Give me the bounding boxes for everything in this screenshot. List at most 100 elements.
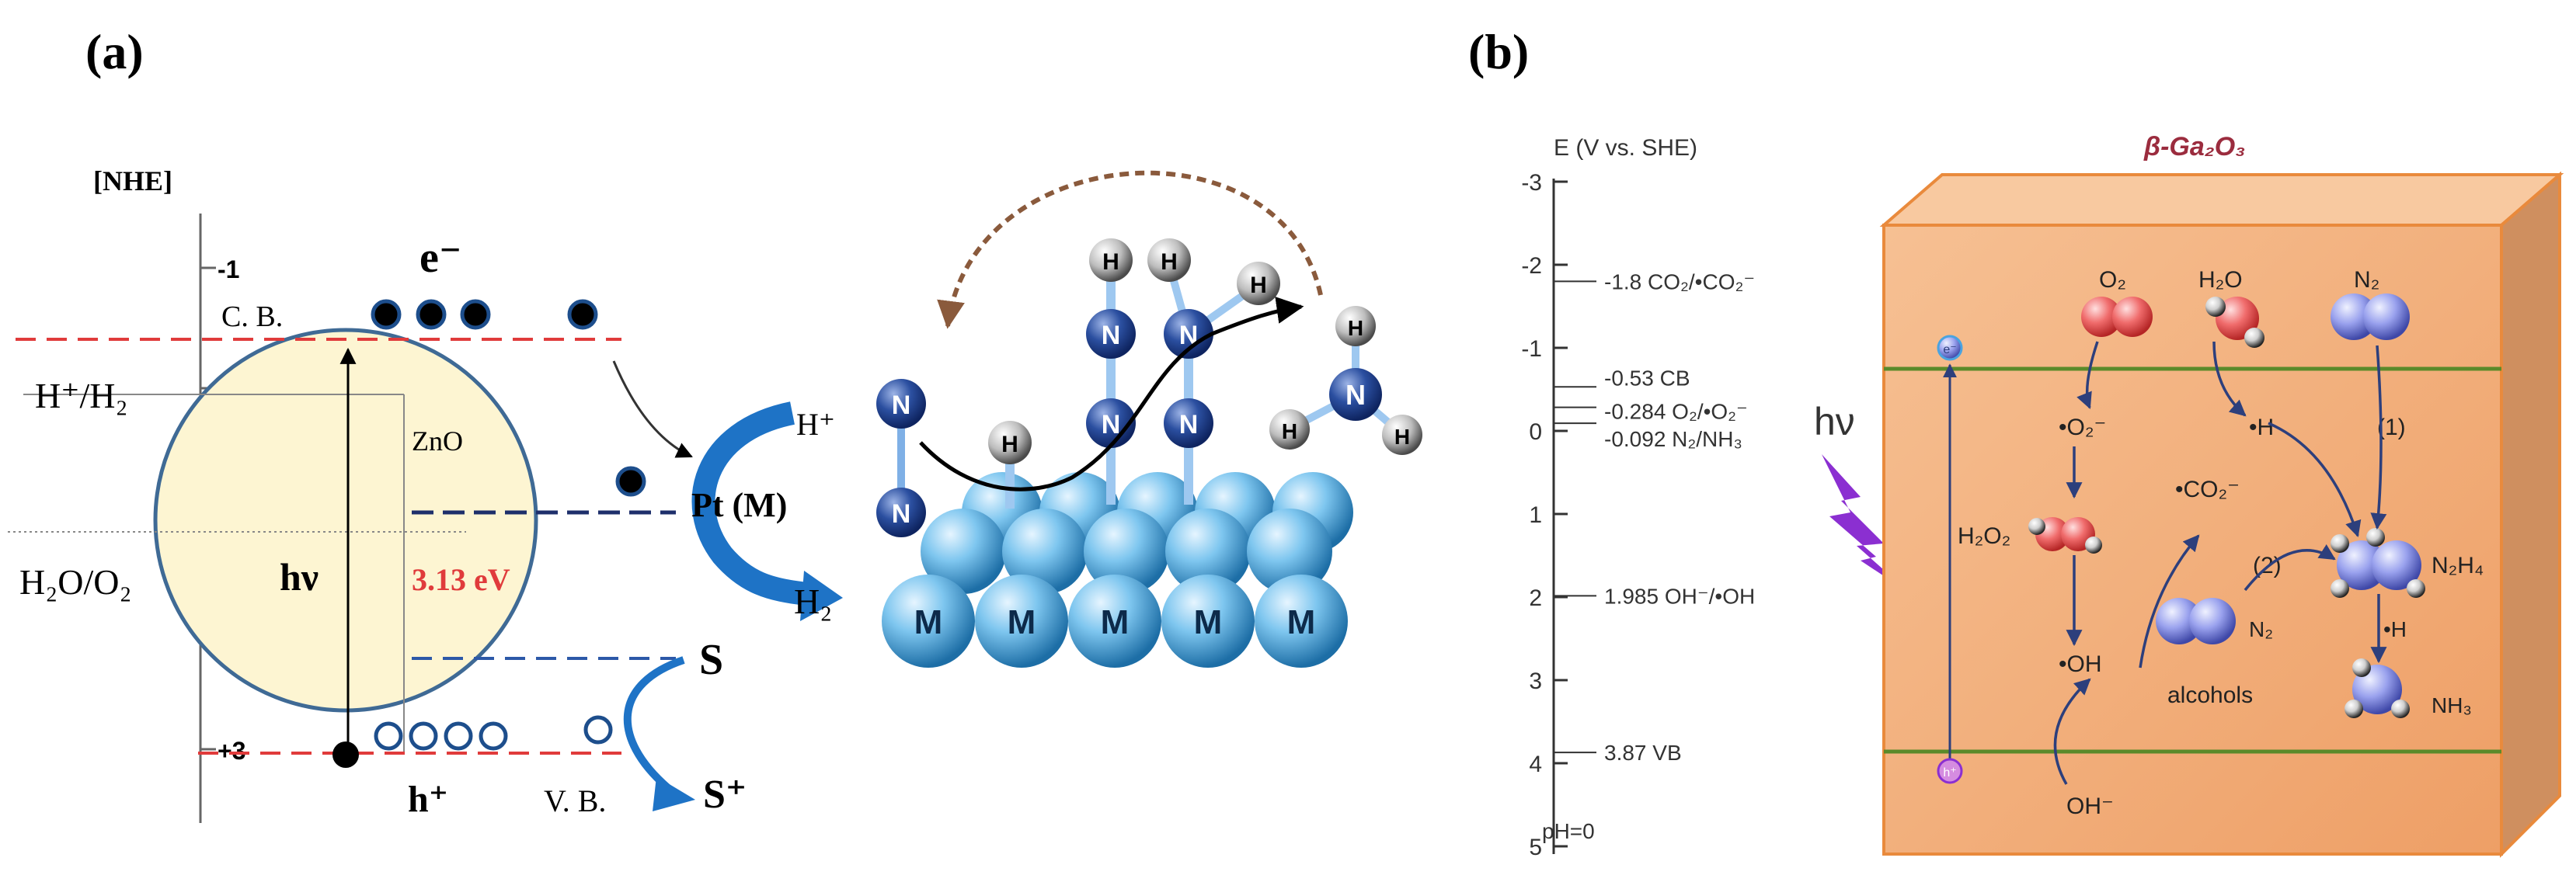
hydrazine-h-atom-1 xyxy=(1147,238,1191,282)
nhe-tick-plus3: +3 xyxy=(218,737,245,765)
potential-axis-title: E (V vs. SHE) xyxy=(1554,135,1697,161)
h2o2-label: H₂O₂ xyxy=(1958,523,2010,549)
sacrificial-oxidation-arrow xyxy=(623,656,685,791)
pt-cocatalyst-label: Pt (M) xyxy=(691,486,787,524)
cb-label: C. B. xyxy=(221,300,283,333)
redox-level-label: -0.092 N₂/NH₃ xyxy=(1604,427,1742,451)
n2-molecule-top xyxy=(2331,293,2410,340)
n2h4-label: N₂H₄ xyxy=(2432,553,2484,578)
ph-label: pH=0 xyxy=(1542,819,1595,843)
ga2o3-title: β-Ga₂O₃ xyxy=(2143,132,2245,161)
reaction-arrows-b xyxy=(2053,341,2387,785)
redox-levels: -1.8 CO₂/•CO₂⁻ -0.53 CB -0.284 O₂/•O₂⁻ -0.0… xyxy=(1554,269,1755,765)
h-label-1: H xyxy=(1001,432,1018,457)
h2o-molecule xyxy=(2205,297,2264,348)
diazene-n-atom-top xyxy=(1086,309,1136,359)
h-label-4: H xyxy=(1250,273,1267,298)
superoxide-label: •O₂⁻ xyxy=(2059,415,2106,440)
hydrogen-evolution-arrow xyxy=(691,401,809,606)
metal-atom-label-2: M xyxy=(1008,603,1036,641)
nh3-label: NH₃ xyxy=(2432,693,2472,717)
metal-surface: M M M M M xyxy=(882,472,1353,668)
hole-label: h⁺ xyxy=(408,779,448,820)
photon-label-a: hν xyxy=(280,555,319,599)
zno-label: ZnO xyxy=(412,425,463,457)
photon-label-b: hν xyxy=(1814,400,1855,443)
ga2o3-box-side xyxy=(2500,171,2561,858)
h-adsorbed-atom xyxy=(988,421,1032,464)
hydroxide-label: OH⁻ xyxy=(2066,794,2114,819)
nh3-h-atom-2 xyxy=(1269,409,1310,450)
hydrazine-n-atom-top xyxy=(1164,309,1213,359)
o2-label: O₂ xyxy=(2099,267,2126,293)
hole-icon xyxy=(1937,758,1963,784)
nhe-axis-label: [NHE] xyxy=(93,165,172,196)
h-label-3: H xyxy=(1161,249,1178,275)
potential-tick-label: 4 xyxy=(1529,752,1542,777)
sacrificial-oxidation-arrowhead xyxy=(653,776,695,811)
potential-tick-label: -1 xyxy=(1521,336,1542,362)
redox-level-label: 1.985 OH⁻/•OH xyxy=(1604,584,1755,608)
alcohols-label: alcohols xyxy=(2167,682,2253,708)
nh3-n-atom xyxy=(1329,368,1382,421)
h-label-5: H xyxy=(1348,316,1363,340)
electrons xyxy=(371,299,646,497)
n2-top-label: N₂ xyxy=(2354,267,2379,293)
sacrificial-oxidized-label: S⁺ xyxy=(703,773,747,817)
metal-front-row xyxy=(882,575,1348,668)
o2-couple-label: H₂O/O₂ xyxy=(19,562,132,602)
hydrazine-n-atom-bottom xyxy=(1164,398,1213,448)
redox-level-label: -0.284 O₂/•O₂⁻ xyxy=(1604,400,1748,424)
n-label-7: N xyxy=(1345,379,1366,411)
n-label-4: N xyxy=(1102,410,1121,439)
h2o2-molecule xyxy=(2028,517,2102,554)
h2-couple-label: H⁺/H₂ xyxy=(35,376,128,415)
electron-label: e⁻ xyxy=(419,234,461,282)
panel-b-label: (b) xyxy=(1468,24,1529,79)
light-bolt-icon xyxy=(1822,454,1911,594)
potential-tick-label: 3 xyxy=(1529,668,1542,694)
metal-atom-label-4: M xyxy=(1194,603,1223,641)
ga2o3-box-top xyxy=(1879,173,2564,227)
h2o-label: H₂O xyxy=(2198,267,2243,293)
n2-free-atom-bottom xyxy=(876,488,926,537)
panel-a: (a) [NHE] -1 0 +1 +2 +3 H⁺/H₂ H₂O/O₂ C. … xyxy=(8,24,843,823)
hole-symbol: h⁺ xyxy=(1943,766,1956,780)
zno-particle xyxy=(153,328,538,713)
bandgap-label: 3.13 eV xyxy=(412,562,510,597)
potential-tick-label: -2 xyxy=(1521,253,1542,279)
diazene-h-atom xyxy=(1089,238,1133,282)
nh3-h-atom-3 xyxy=(1382,415,1422,455)
redox-level-label: -0.53 CB xyxy=(1604,366,1690,390)
redox-level-label: -1.8 CO₂/•CO₂⁻ xyxy=(1604,269,1755,293)
h-label-7: H xyxy=(1394,425,1410,449)
potential-tick-label: 1 xyxy=(1529,502,1542,528)
potential-tick-label: 2 xyxy=(1529,585,1542,611)
electron-symbol: e⁻ xyxy=(1943,343,1956,356)
metal-mid-row xyxy=(921,509,1332,594)
holes xyxy=(374,715,613,751)
hydrazine-h-atom-2 xyxy=(1237,262,1280,305)
h-radical-label: •H xyxy=(2249,415,2274,440)
nh3-molecule-b xyxy=(2345,658,2410,718)
n-label-1: N xyxy=(892,391,911,420)
nh3-h-atom-1 xyxy=(1335,306,1376,346)
sacrificial-agent-label: S xyxy=(699,636,723,684)
metal-atom-label-3: M xyxy=(1101,603,1130,641)
o2-molecule xyxy=(2081,297,2153,337)
electron-icon xyxy=(1937,335,1963,361)
potential-tick-label: -3 xyxy=(1521,170,1542,196)
potential-tick-label: 5 xyxy=(1529,835,1542,860)
n-label-3: N xyxy=(1102,321,1121,350)
co2-radical-label: •CO₂⁻ xyxy=(2175,477,2240,502)
h-radical2-label: •H xyxy=(2383,617,2407,641)
hydrogen-evolution-arrowhead xyxy=(800,571,843,621)
n-label-6: N xyxy=(1179,410,1199,439)
h2-product-label: H₂ xyxy=(794,582,832,621)
hole-origin-dot xyxy=(332,741,359,768)
reaction-path-arrow xyxy=(919,297,1304,491)
n2-free-atom-top xyxy=(876,379,926,429)
